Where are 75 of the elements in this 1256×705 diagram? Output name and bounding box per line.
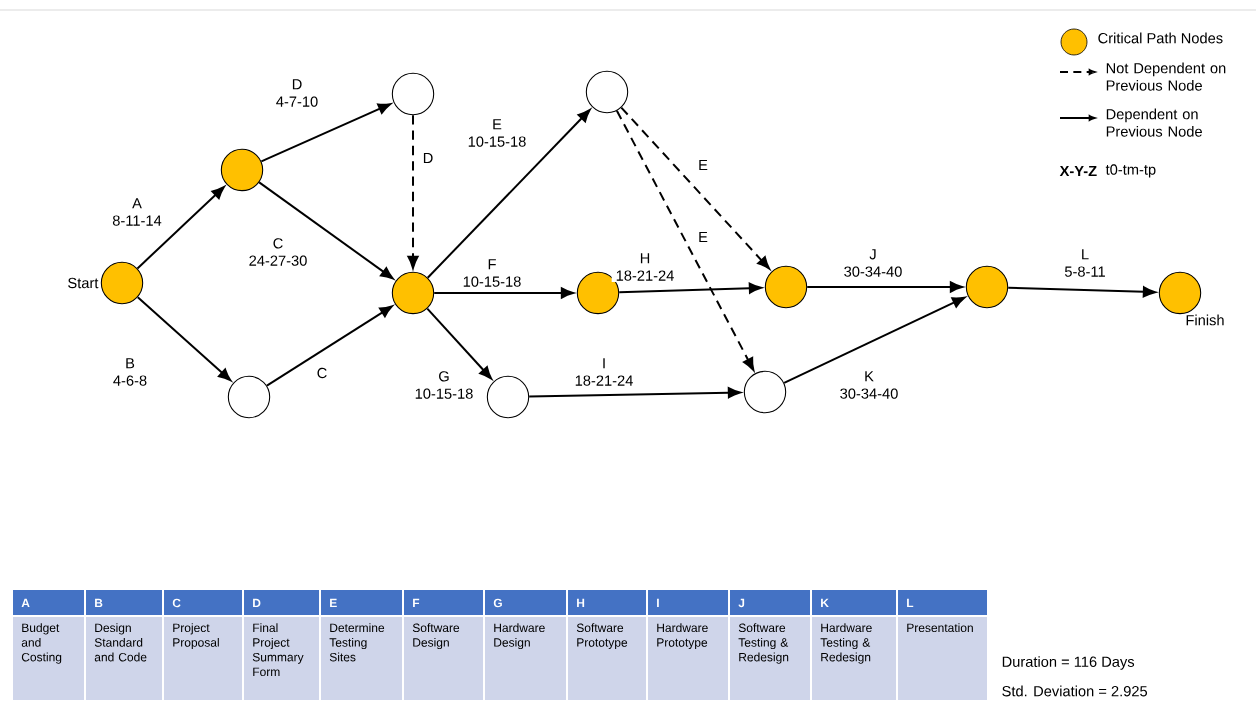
edge-label: E <box>696 158 710 172</box>
edge-label: K 30-34-40 <box>835 369 903 401</box>
edge-label: E <box>696 230 710 244</box>
table-header-cell: H <box>568 590 646 615</box>
table-header-cell: B <box>86 590 162 615</box>
table-header-cell: C <box>164 590 242 615</box>
legend-label: Dependent on Previous Node <box>1106 108 1202 137</box>
notation-key: X-Y-Z <box>1059 165 1097 177</box>
table-cell: Software Testing & Redesign <box>730 617 810 700</box>
table-cell: Project Proposal <box>164 617 242 700</box>
arrow <box>1007 286 1156 298</box>
summary-text: Duration = 116 Days <box>1002 656 1135 670</box>
edge-label: H 18-21-24 <box>611 251 679 283</box>
table-cell: Design Standard and Code <box>86 617 162 700</box>
arrow <box>260 103 392 163</box>
node-label: Start <box>68 277 99 289</box>
event-circle <box>764 265 808 309</box>
edge-label: J 30-34-40 <box>839 247 907 279</box>
event-circle <box>100 261 144 305</box>
event-circle <box>227 375 271 419</box>
arrow <box>783 296 966 384</box>
table-header-cell: L <box>898 590 987 615</box>
edge-label: B 4-6-8 <box>108 356 152 388</box>
arrow <box>136 186 225 270</box>
table-cell: Software Design <box>404 617 483 700</box>
table-header-cell: I <box>648 590 728 615</box>
notation-label: t0-tm-tp <box>1105 164 1156 178</box>
edge-label: C <box>315 366 329 380</box>
table-cell: Budget and Costing <box>13 617 84 700</box>
arrow <box>407 114 419 269</box>
edge-label: G 10-15-18 <box>410 369 478 401</box>
legend-label: Critical Path Nodes <box>1098 32 1223 44</box>
arrow <box>265 305 393 387</box>
edge-label: L 5-8-11 <box>1059 247 1111 279</box>
table-header-cell: D <box>244 590 319 615</box>
summary-text: Std. Deviation = 2.925 <box>1002 685 1148 697</box>
edge-label: E 10-15-18 <box>463 117 531 149</box>
arrow <box>615 109 755 371</box>
edge-label: C 24-27-30 <box>244 236 312 268</box>
arrow <box>136 296 232 382</box>
table-cell: Software Prototype <box>568 617 646 700</box>
event-circle <box>220 148 264 192</box>
legend-label: Not Dependent on Previous Node <box>1106 62 1226 91</box>
arrow <box>806 281 963 293</box>
table-cell: Presentation <box>898 617 987 700</box>
edge-label: D <box>421 151 435 165</box>
arrow <box>620 106 770 270</box>
event-circle <box>391 72 435 116</box>
table-cell: Determine Testing Sites <box>321 617 402 700</box>
table-header-cell: J <box>730 590 810 615</box>
table-header-cell: G <box>485 590 566 615</box>
edge-label: D 4-7-10 <box>267 77 327 109</box>
event-circle <box>486 375 530 419</box>
event-circle <box>585 70 629 114</box>
event-circle <box>1158 271 1202 315</box>
arrow <box>618 282 762 294</box>
edge-label: I 18-21-24 <box>570 356 638 388</box>
node-label: Finish <box>1186 314 1224 326</box>
arrow <box>258 181 394 280</box>
table-header-cell: K <box>812 590 896 615</box>
event-circle <box>391 271 435 315</box>
table-cell: Final Project Summary Form <box>244 617 319 700</box>
table-cell: Hardware Testing & Redesign <box>812 617 896 700</box>
table-header-cell: A <box>13 590 84 615</box>
edge-label: F 10-15-18 <box>458 257 526 289</box>
event-circle <box>965 265 1009 309</box>
table-header-cell: E <box>321 590 402 615</box>
event-circle <box>743 370 787 414</box>
table-cell: Hardware Prototype <box>648 617 728 700</box>
edge-label: A 8-11-14 <box>107 196 167 228</box>
arrow <box>426 109 591 279</box>
arrow <box>433 287 574 299</box>
table-header-cell: F <box>404 590 483 615</box>
arrow <box>426 307 493 380</box>
table-cell: Hardware Design <box>485 617 566 700</box>
